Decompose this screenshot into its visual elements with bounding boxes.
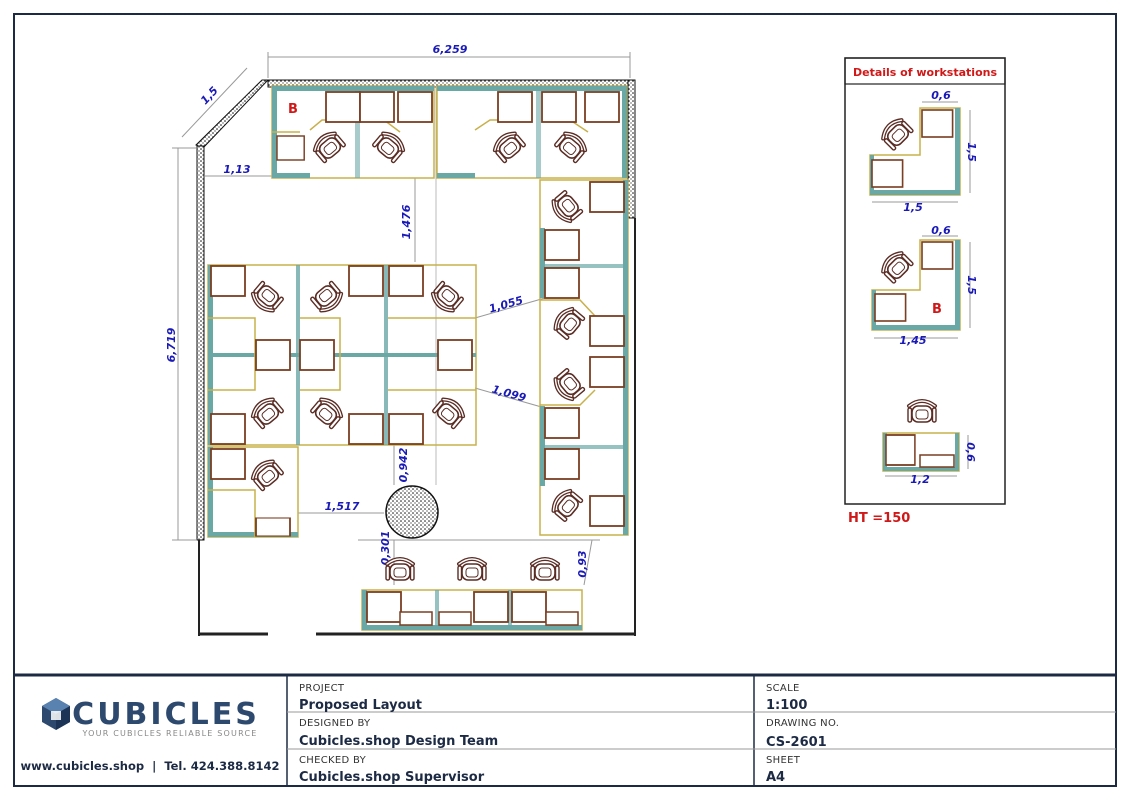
dim-right-small: 0,93 <box>576 550 589 577</box>
dim-top-width: 6,259 <box>433 43 468 56</box>
details-panel: Details of workstations 0,6 1,5 1,5 <box>844 57 1006 505</box>
dim-left-height: 6,719 <box>165 327 178 362</box>
dim-vertical-gap: 1,476 <box>400 204 413 239</box>
bottom-left-workstations <box>207 446 299 538</box>
dim-table-gap: 0,942 <box>397 447 410 482</box>
floor-plan: 6,259 6,719 1,5 1,13 1,476 1,055 1,099 1… <box>165 43 636 636</box>
scale-label: SCALE <box>766 683 800 694</box>
central-workstations <box>207 264 477 446</box>
svg-text:0,6: 0,6 <box>931 224 951 237</box>
top-right-workstations <box>436 85 628 179</box>
svg-text:1,5: 1,5 <box>965 142 978 162</box>
dim-corner: 1,5 <box>198 84 221 107</box>
dim-diag-gap-2: 1,099 <box>490 383 527 405</box>
svg-text:0,6: 0,6 <box>964 442 977 462</box>
detail-workstation-2: B 0,6 1,5 1,45 <box>871 224 978 347</box>
dim-left-gap: 1,13 <box>223 163 250 176</box>
reception-desks <box>361 557 583 631</box>
checked-label: CHECKED BY <box>299 755 367 766</box>
drawing-no-value: CS-2601 <box>766 735 827 750</box>
detail-workstation-1: 0,6 1,5 1,5 <box>869 89 978 214</box>
checked-value: Cubicles.shop Supervisor <box>299 770 485 785</box>
title-block: CUBICLES YOUR CUBICLES RELIABLE SOURCE w… <box>14 673 1116 786</box>
wall-left <box>196 145 205 541</box>
svg-text:1,2: 1,2 <box>910 473 930 486</box>
drawing-no-label: DRAWING NO. <box>766 718 839 729</box>
sheet-label: SHEET <box>766 755 801 766</box>
project-value: Proposed Layout <box>299 698 422 713</box>
round-table <box>385 485 439 539</box>
right-column-workstations <box>539 179 629 536</box>
dim-diag-gap-1: 1,055 <box>488 293 525 315</box>
scale-value: 1:100 <box>766 698 807 713</box>
details-title: Details of workstations <box>853 66 997 79</box>
brand-name: CUBICLES <box>72 697 260 732</box>
contact-info: www.cubicles.shop | Tel. 424.388.8142 <box>20 759 279 773</box>
ht-note: HT =150 <box>848 511 910 526</box>
brand-tagline: YOUR CUBICLES RELIABLE SOURCE <box>82 729 258 738</box>
svg-text:0,6: 0,6 <box>931 89 951 102</box>
dim-entry-gap: 0,301 <box>379 531 392 566</box>
svg-text:1,45: 1,45 <box>899 334 926 347</box>
top-left-workstations: B <box>271 85 435 179</box>
sheet-border <box>13 13 1117 787</box>
sheet-value: A4 <box>766 770 785 785</box>
dim-bottom-gap: 1,517 <box>325 500 360 513</box>
label-b: B <box>288 102 298 117</box>
project-label: PROJECT <box>299 683 345 694</box>
svg-text:1,5: 1,5 <box>903 201 923 214</box>
designed-value: Cubicles.shop Design Team <box>299 734 498 749</box>
detail-workstation-3: 0,6 1,2 <box>882 399 977 486</box>
svg-text:B: B <box>932 302 942 317</box>
cubicles-logo-icon <box>42 698 70 730</box>
svg-text:1,5: 1,5 <box>965 275 978 295</box>
designed-label: DESIGNED BY <box>299 718 371 729</box>
wall-right <box>627 79 636 219</box>
